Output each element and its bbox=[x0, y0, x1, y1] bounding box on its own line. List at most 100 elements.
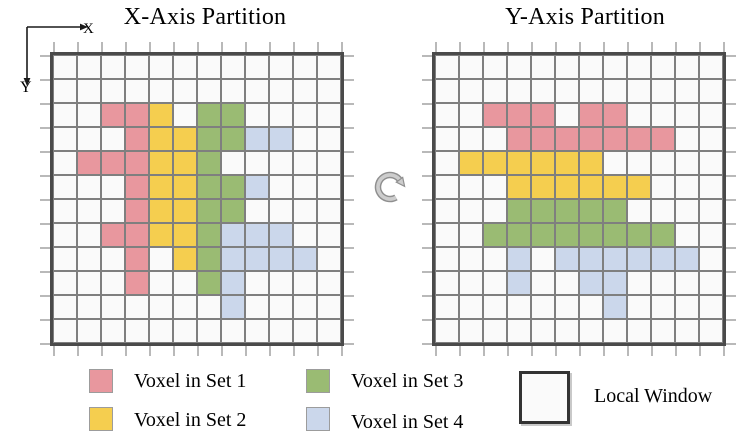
voxel-cell bbox=[53, 199, 77, 223]
voxel-cell bbox=[627, 247, 651, 271]
voxel-cell bbox=[221, 295, 245, 319]
voxel-cell bbox=[173, 79, 197, 103]
voxel-cell bbox=[101, 103, 125, 127]
voxel-cell bbox=[125, 223, 149, 247]
voxel-cell bbox=[555, 103, 579, 127]
voxel-cell bbox=[269, 55, 293, 79]
voxel-cell bbox=[221, 247, 245, 271]
voxel-cell bbox=[173, 103, 197, 127]
voxel-cell bbox=[699, 247, 723, 271]
voxel-cell bbox=[317, 199, 341, 223]
voxel-cell bbox=[197, 151, 221, 175]
voxel-cell bbox=[555, 223, 579, 247]
voxel-cell bbox=[651, 199, 675, 223]
voxel-cell bbox=[197, 223, 221, 247]
voxel-cell bbox=[699, 223, 723, 247]
voxel-cell bbox=[435, 247, 459, 271]
voxel-cell bbox=[125, 247, 149, 271]
voxel-cell bbox=[531, 175, 555, 199]
right-grid-title: Y-Axis Partition bbox=[505, 4, 665, 30]
voxel-cell bbox=[651, 223, 675, 247]
voxel-cell bbox=[675, 223, 699, 247]
voxel-cell bbox=[269, 103, 293, 127]
voxel-cell bbox=[459, 127, 483, 151]
voxel-cell bbox=[675, 199, 699, 223]
voxel-cell bbox=[269, 127, 293, 151]
voxel-cell bbox=[507, 223, 531, 247]
voxel-cell bbox=[699, 55, 723, 79]
voxel-cell bbox=[627, 319, 651, 343]
voxel-cell bbox=[149, 127, 173, 151]
grid-ticks-left bbox=[40, 55, 50, 345]
voxel-cell bbox=[459, 55, 483, 79]
voxel-cell bbox=[627, 151, 651, 175]
voxel-cell bbox=[221, 79, 245, 103]
voxel-cell bbox=[101, 271, 125, 295]
voxel-cell bbox=[173, 55, 197, 79]
voxel-cell bbox=[531, 55, 555, 79]
voxel-cell bbox=[531, 103, 555, 127]
voxel-cell bbox=[555, 199, 579, 223]
voxel-cell bbox=[675, 175, 699, 199]
voxel-cell bbox=[245, 151, 269, 175]
voxel-cell bbox=[675, 127, 699, 151]
voxel-cell bbox=[269, 271, 293, 295]
legend-label-set1: Voxel in Set 1 bbox=[134, 370, 247, 392]
grid-ticks-top bbox=[53, 42, 343, 52]
voxel-cell bbox=[77, 103, 101, 127]
voxel-cell bbox=[459, 295, 483, 319]
voxel-cell bbox=[53, 175, 77, 199]
legend-label-set3: Voxel in Set 3 bbox=[351, 370, 464, 392]
voxel-cell bbox=[579, 79, 603, 103]
voxel-cell bbox=[269, 247, 293, 271]
voxel-cell bbox=[531, 319, 555, 343]
voxel-cell bbox=[149, 247, 173, 271]
voxel-cell bbox=[53, 319, 77, 343]
x-arrow-icon bbox=[80, 23, 88, 31]
legend-swatch-set4 bbox=[306, 407, 330, 431]
voxel-cell bbox=[53, 223, 77, 247]
voxel-cell bbox=[699, 127, 723, 151]
voxel-cell bbox=[459, 271, 483, 295]
voxel-cell bbox=[269, 295, 293, 319]
voxel-cell bbox=[675, 271, 699, 295]
voxel-cell bbox=[125, 199, 149, 223]
voxel-cell bbox=[317, 319, 341, 343]
voxel-cell bbox=[555, 151, 579, 175]
voxel-cell bbox=[125, 55, 149, 79]
voxel-cell bbox=[483, 79, 507, 103]
voxel-cell bbox=[651, 103, 675, 127]
voxel-cell bbox=[101, 199, 125, 223]
voxel-cell bbox=[699, 151, 723, 175]
voxel-cell bbox=[627, 295, 651, 319]
voxel-cell bbox=[269, 223, 293, 247]
rotate-clockwise-icon bbox=[374, 171, 406, 203]
voxel-cell bbox=[101, 151, 125, 175]
legend-swatch-set3 bbox=[306, 369, 330, 393]
voxel-cell bbox=[53, 151, 77, 175]
voxel-cell bbox=[627, 127, 651, 151]
grid-ticks-top bbox=[435, 42, 725, 52]
voxel-cell bbox=[627, 199, 651, 223]
voxel-cell bbox=[579, 271, 603, 295]
voxel-cell bbox=[77, 199, 101, 223]
voxel-cell bbox=[483, 319, 507, 343]
voxel-cell bbox=[101, 319, 125, 343]
x-partition-panel bbox=[40, 42, 354, 356]
voxel-cell bbox=[627, 55, 651, 79]
voxel-cell bbox=[435, 199, 459, 223]
voxel-cell bbox=[245, 295, 269, 319]
voxel-cell bbox=[435, 127, 459, 151]
voxel-cell bbox=[555, 247, 579, 271]
voxel-cell bbox=[149, 103, 173, 127]
voxel-cell bbox=[221, 271, 245, 295]
voxel-cell bbox=[293, 127, 317, 151]
voxel-cell bbox=[603, 247, 627, 271]
voxel-cell bbox=[77, 151, 101, 175]
voxel-cell bbox=[77, 295, 101, 319]
voxel-cell bbox=[293, 55, 317, 79]
voxel-cell bbox=[555, 55, 579, 79]
voxel-cell bbox=[603, 103, 627, 127]
voxel-cell bbox=[125, 79, 149, 103]
